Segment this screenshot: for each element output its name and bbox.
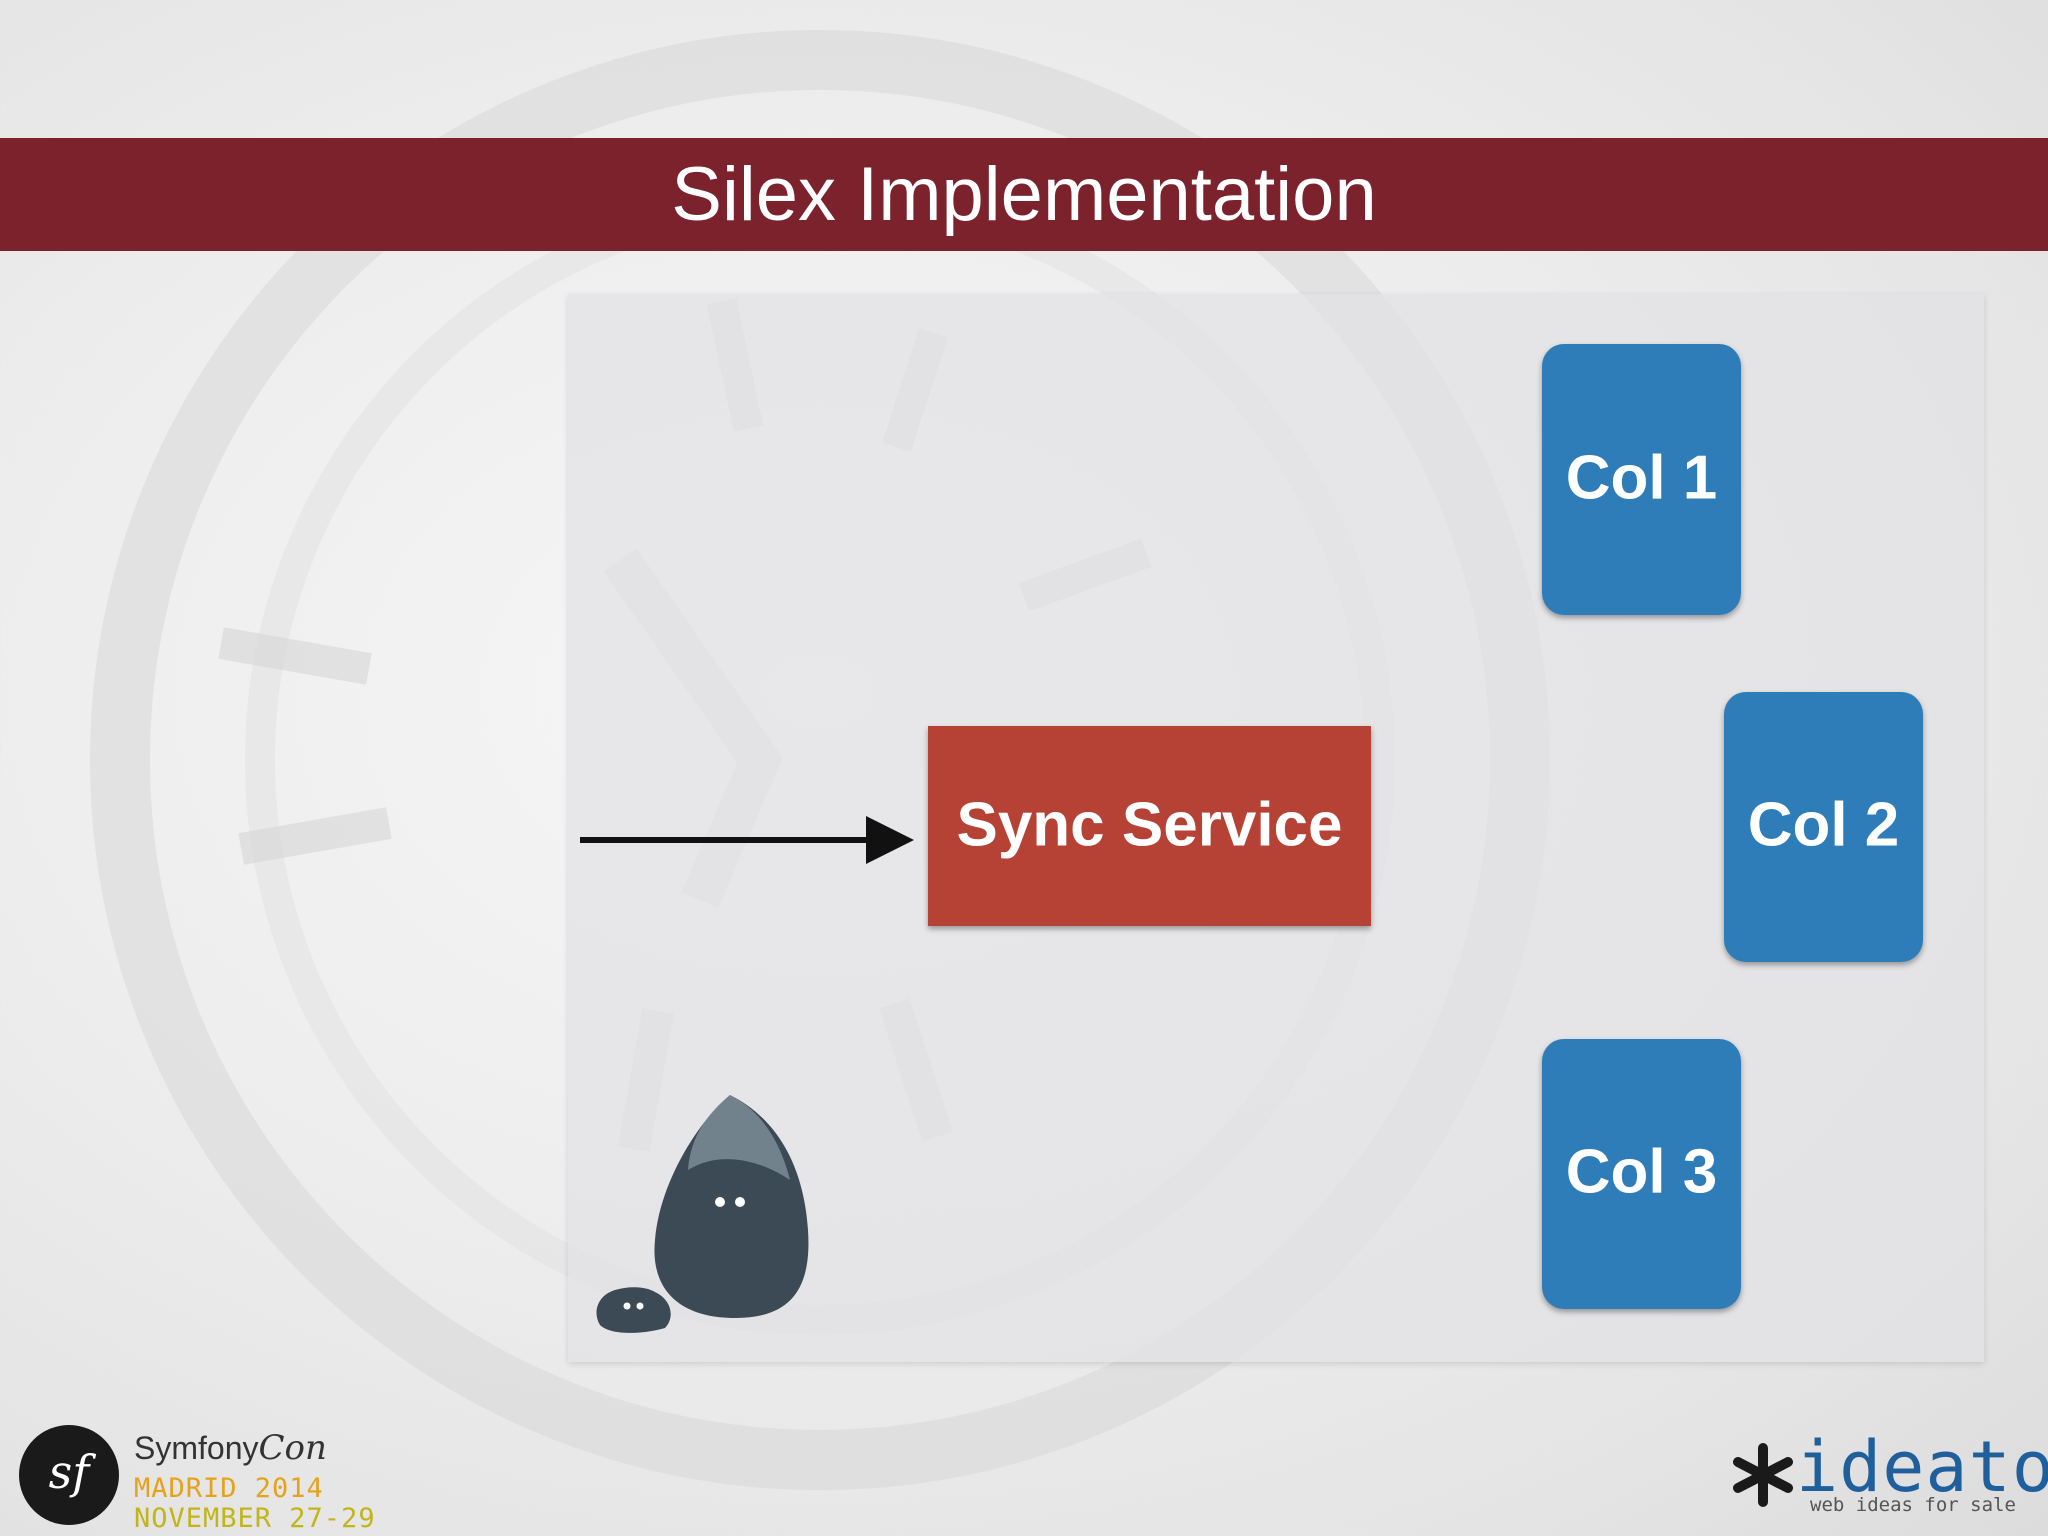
- stone-mascot-small: [596, 1287, 671, 1333]
- symfony-con: Con: [258, 1428, 327, 1468]
- svg-text:sf: sf: [49, 1445, 97, 1499]
- symfonycon-branding: SymfonyCon MADRID 2014 NOVEMBER 27-29: [134, 1428, 376, 1534]
- sync-service-node: Sync Service: [928, 726, 1371, 926]
- col-3-label: Col 3: [1566, 1137, 1718, 1206]
- sync-service-label: Sync Service: [956, 790, 1342, 859]
- col-2-node: Col 2: [1724, 692, 1923, 962]
- symfonycon-dates: NOVEMBER 27-29: [134, 1503, 376, 1534]
- col-1-label: Col 1: [1566, 443, 1718, 512]
- symfony-name: Symfony: [134, 1430, 259, 1466]
- ideato-asterisk-icon: [1733, 1443, 1793, 1507]
- incoming-arrow: [580, 816, 914, 864]
- symfony-logo-icon: sf: [19, 1425, 119, 1525]
- ideato-tagline: web ideas for sale: [1810, 1494, 2016, 1516]
- ideato-name: ideato: [1796, 1426, 2048, 1508]
- col-2-label: Col 2: [1748, 790, 1900, 859]
- symfonycon-location: MADRID 2014: [134, 1473, 324, 1504]
- col-1-node: Col 1: [1542, 344, 1741, 615]
- title-bar: Silex Implementation: [0, 138, 2048, 251]
- col-3-node: Col 3: [1542, 1039, 1741, 1309]
- stone-mascot-large: [654, 1095, 809, 1318]
- slide-title: Silex Implementation: [671, 152, 1377, 237]
